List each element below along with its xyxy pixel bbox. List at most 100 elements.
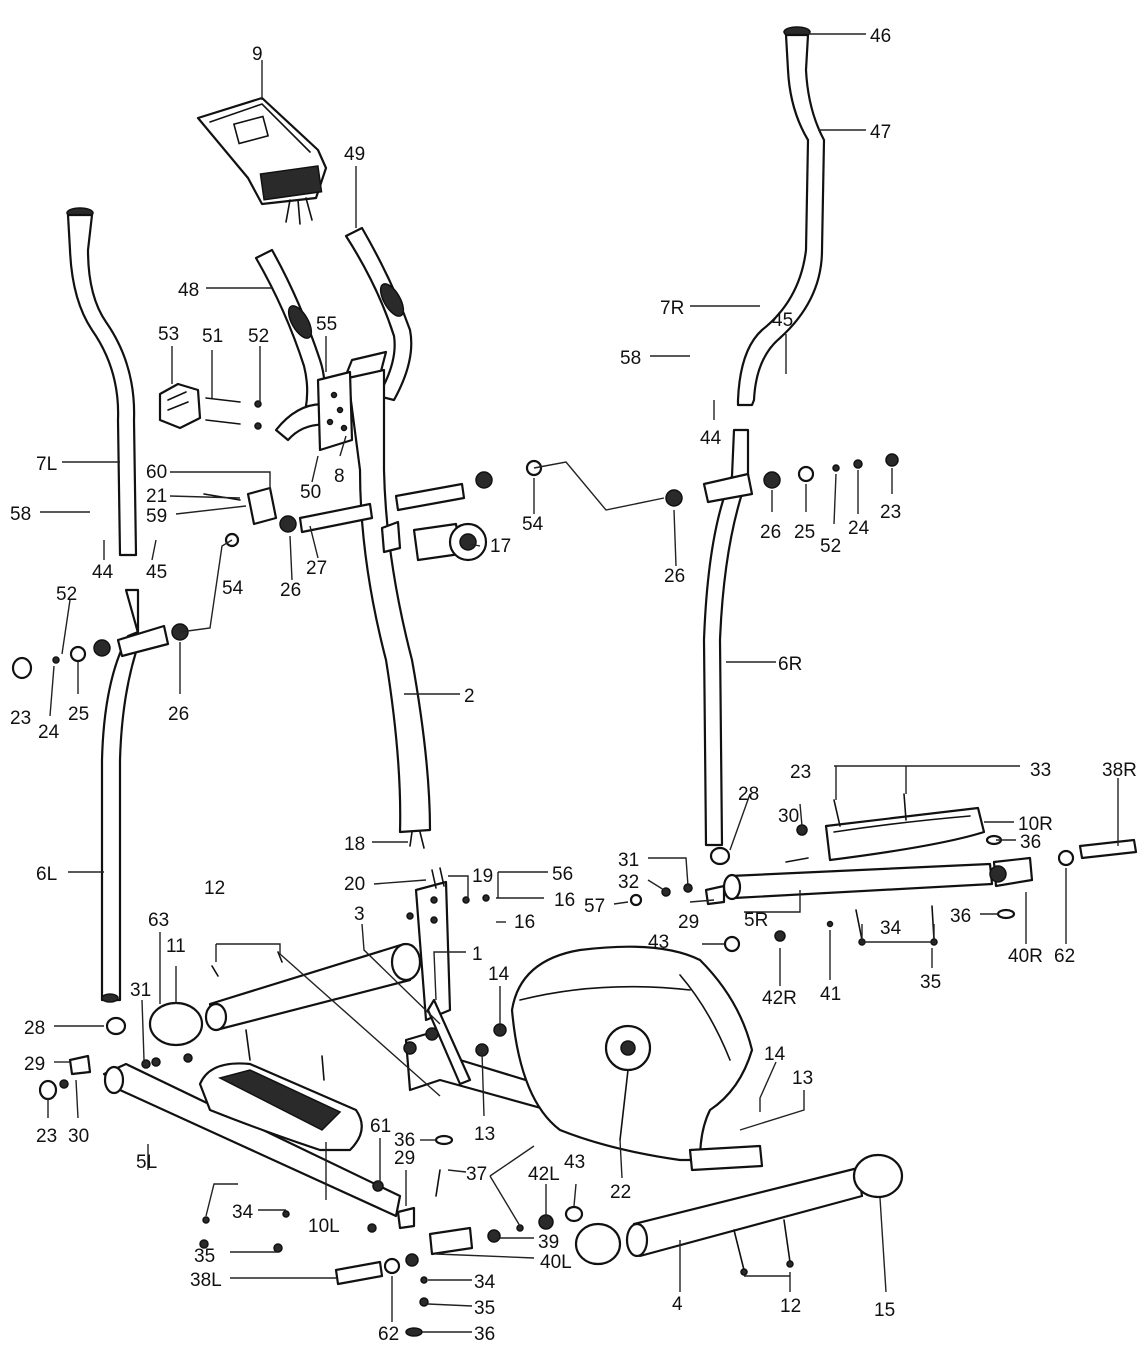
label-16-lower: 16 bbox=[514, 912, 535, 933]
label-19: 19 bbox=[472, 866, 493, 887]
label-21: 21 bbox=[146, 486, 167, 507]
rear-stabilizer-4 bbox=[625, 1153, 904, 1276]
label-23-right: 23 bbox=[880, 502, 901, 523]
label-24-right: 24 bbox=[848, 518, 870, 539]
label-34-left: 34 bbox=[232, 1202, 254, 1223]
label-29-right: 29 bbox=[678, 912, 699, 933]
label-51: 51 bbox=[202, 326, 223, 347]
label-63: 63 bbox=[148, 910, 169, 931]
label-34-bottom: 34 bbox=[474, 1272, 496, 1293]
right-pedal-arm-5R bbox=[629, 793, 1138, 953]
label-48: 48 bbox=[178, 280, 199, 301]
left-upper-handlebar-7L bbox=[66, 207, 138, 557]
main-upright-2 bbox=[316, 350, 432, 849]
label-43-right: 43 bbox=[648, 932, 669, 953]
label-10L: 10L bbox=[308, 1216, 340, 1237]
label-52-left: 52 bbox=[56, 584, 77, 605]
label-10R: 10R bbox=[1018, 814, 1053, 835]
label-12-rear: 12 bbox=[780, 1296, 801, 1317]
label-15: 15 bbox=[874, 1300, 895, 1321]
label-41: 41 bbox=[820, 984, 841, 1005]
label-14-upper: 14 bbox=[488, 964, 510, 985]
label-9: 9 bbox=[252, 44, 263, 65]
label-36-left-pedal: 36 bbox=[394, 1130, 415, 1151]
label-28-left: 28 bbox=[24, 1018, 45, 1039]
label-46: 46 bbox=[870, 26, 891, 47]
label-61: 61 bbox=[370, 1116, 391, 1137]
label-62-right: 62 bbox=[1054, 946, 1075, 967]
label-13-right: 13 bbox=[792, 1068, 813, 1089]
label-11: 11 bbox=[166, 936, 186, 957]
part-labels: 9 46 47 49 48 7R 58 45 44 53 51 52 55 7L… bbox=[10, 26, 1137, 1345]
label-24-left: 24 bbox=[38, 722, 60, 743]
label-47: 47 bbox=[870, 122, 891, 143]
label-39: 39 bbox=[538, 1232, 559, 1253]
right-upper-handlebar-7R bbox=[736, 26, 826, 407]
label-36-right-frame: 36 bbox=[950, 906, 971, 927]
label-30-left: 30 bbox=[68, 1126, 89, 1147]
label-36-bottom: 36 bbox=[474, 1324, 495, 1345]
label-4: 4 bbox=[672, 1294, 683, 1315]
link-line-left bbox=[179, 539, 233, 633]
label-29-lower: 29 bbox=[394, 1148, 415, 1169]
label-60: 60 bbox=[146, 462, 167, 483]
label-20: 20 bbox=[344, 874, 365, 895]
label-58-left: 58 bbox=[10, 504, 31, 525]
label-53: 53 bbox=[158, 324, 179, 345]
label-13-left: 13 bbox=[474, 1124, 495, 1145]
label-26-right: 26 bbox=[760, 522, 781, 543]
handle-bar-48-49 bbox=[254, 226, 413, 442]
label-38L: 38L bbox=[190, 1270, 222, 1291]
label-45-right: 45 bbox=[772, 310, 793, 331]
label-32: 32 bbox=[618, 872, 639, 893]
label-55: 55 bbox=[316, 314, 337, 335]
bracket-53 bbox=[158, 382, 262, 430]
label-33: 33 bbox=[1030, 760, 1051, 781]
label-56: 56 bbox=[552, 864, 573, 885]
label-40L: 40L bbox=[540, 1252, 572, 1273]
label-31-left: 31 bbox=[130, 980, 151, 1001]
label-25-left: 25 bbox=[68, 704, 89, 725]
leader-lines bbox=[40, 33, 1119, 1333]
label-30-right: 30 bbox=[778, 806, 799, 827]
tension-motor-17 bbox=[412, 522, 488, 562]
label-36-pedal-right: 36 bbox=[1020, 832, 1041, 853]
label-18: 18 bbox=[344, 834, 365, 855]
label-25-right: 25 bbox=[794, 522, 815, 543]
label-26-left: 26 bbox=[168, 704, 189, 725]
label-59: 59 bbox=[146, 506, 167, 527]
label-45-left: 45 bbox=[146, 562, 167, 583]
label-34-right: 34 bbox=[880, 918, 902, 939]
label-62-left: 62 bbox=[378, 1324, 399, 1345]
label-23-left-lower: 23 bbox=[36, 1126, 57, 1147]
label-3: 3 bbox=[354, 904, 365, 925]
label-58-right: 58 bbox=[620, 348, 641, 369]
label-7L: 7L bbox=[36, 454, 57, 475]
label-6L: 6L bbox=[36, 864, 57, 885]
label-5R: 5R bbox=[744, 910, 768, 931]
left-pedal-pivot-40L bbox=[334, 1205, 622, 1337]
label-50: 50 bbox=[300, 482, 321, 503]
label-7R: 7R bbox=[660, 298, 684, 319]
label-2: 2 bbox=[464, 686, 475, 707]
label-8: 8 bbox=[334, 466, 345, 487]
label-35-right: 35 bbox=[920, 972, 941, 993]
label-35-left: 35 bbox=[194, 1246, 215, 1267]
label-5L: 5L bbox=[136, 1152, 157, 1173]
label-37: 37 bbox=[466, 1164, 487, 1185]
label-54-left: 54 bbox=[222, 578, 244, 599]
console-part-9 bbox=[196, 96, 328, 225]
link-line-right bbox=[533, 461, 665, 511]
label-52-right: 52 bbox=[820, 536, 841, 557]
label-17: 17 bbox=[490, 536, 511, 557]
label-42R: 42R bbox=[762, 988, 797, 1009]
label-28-right: 28 bbox=[738, 784, 759, 805]
label-44-left: 44 bbox=[92, 562, 114, 583]
label-23-pedal: 23 bbox=[790, 762, 811, 783]
label-26-right-lower: 26 bbox=[664, 566, 685, 587]
label-44-right: 44 bbox=[700, 428, 722, 449]
label-27: 27 bbox=[306, 558, 327, 579]
label-23-left: 23 bbox=[10, 708, 31, 729]
front-stabilizer-3 bbox=[148, 942, 422, 1047]
